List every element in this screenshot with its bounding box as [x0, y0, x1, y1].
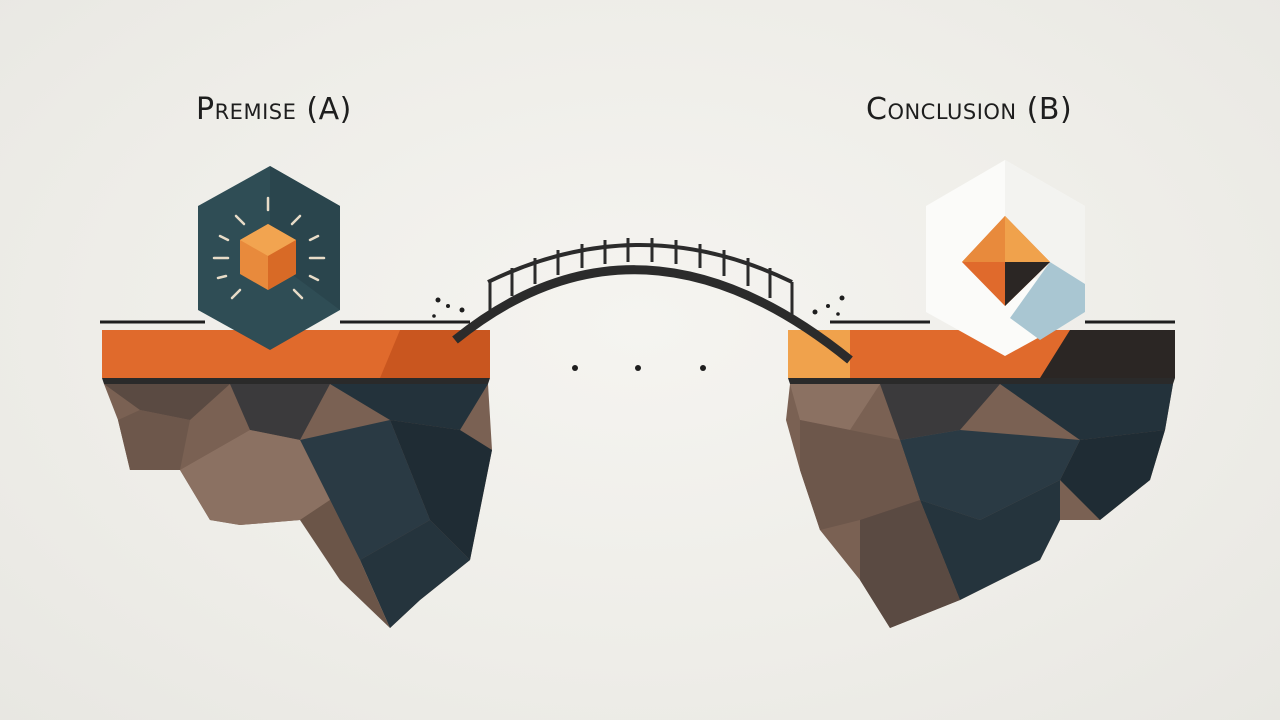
premise-hexagon-icon	[198, 166, 340, 350]
right-cliff	[786, 320, 1175, 628]
bridge-rail	[487, 243, 793, 284]
conclusion-label: Conclusion (B)	[866, 92, 1073, 127]
left-cliff	[100, 320, 492, 628]
premise-label: Premise (A)	[196, 92, 352, 127]
debris-left	[432, 297, 465, 318]
debris-right	[812, 295, 845, 316]
ellipsis-dots-icon	[572, 365, 706, 371]
arch-bridge-icon	[452, 238, 853, 364]
bridge-deck	[452, 265, 853, 364]
conclusion-hexagon-icon	[926, 160, 1085, 356]
bridge-posts	[488, 238, 794, 316]
